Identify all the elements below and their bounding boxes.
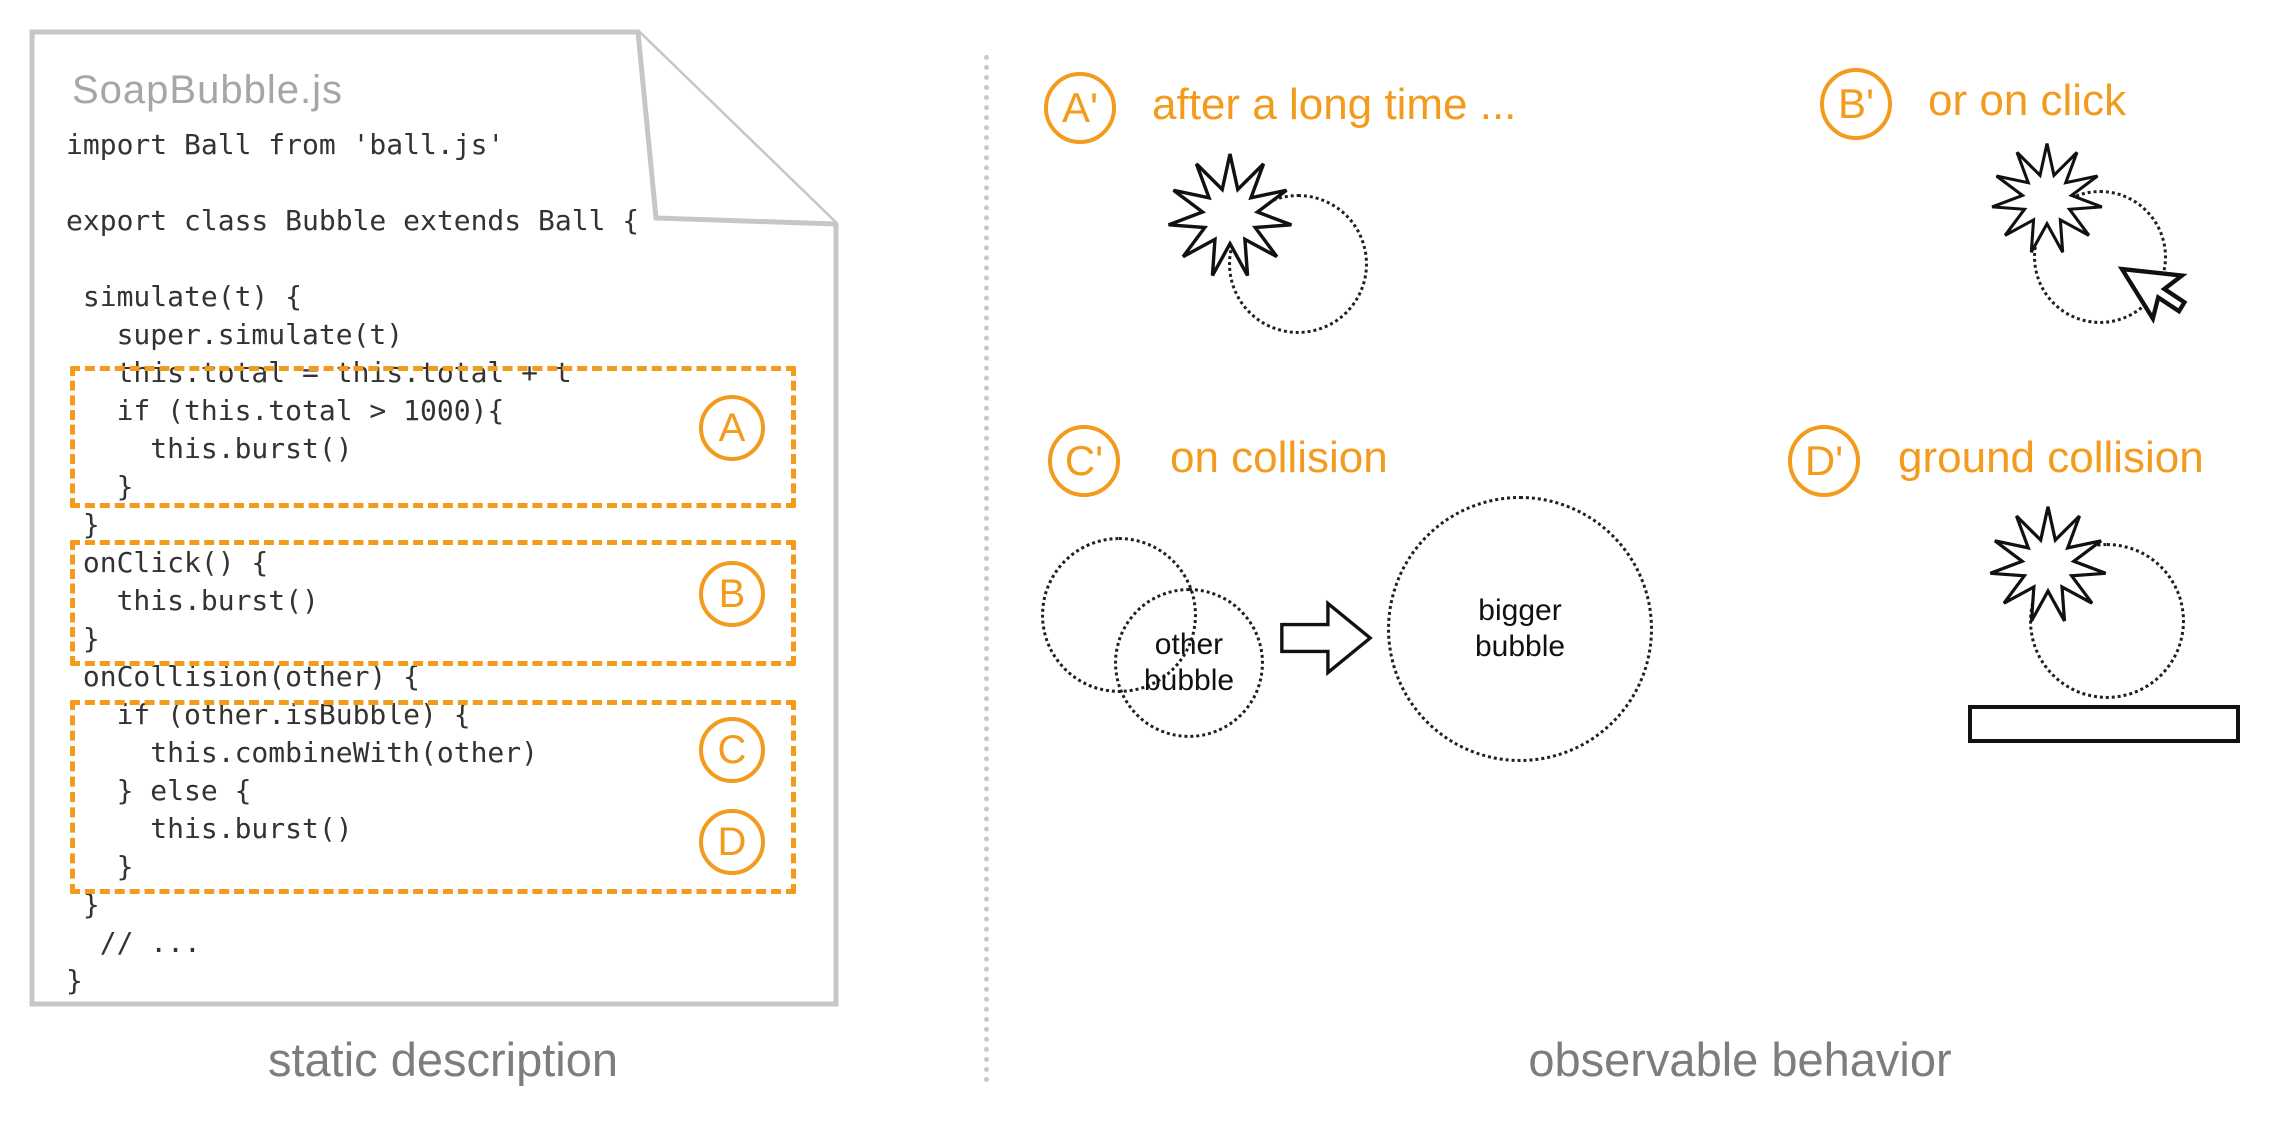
code-line: this.combineWith(other) [66, 736, 539, 769]
document-outline [29, 29, 839, 1007]
ground-bar [1968, 705, 2240, 743]
behavior-label-a-prime: A' [1044, 72, 1116, 144]
code-line: } else { [66, 774, 252, 807]
arrow-right-icon [1280, 599, 1373, 677]
behavior-text-b-prime: or on click [1928, 76, 2127, 125]
region-box-cd [70, 700, 796, 894]
code-line: // ... [66, 926, 201, 959]
other-bubble-label: other bubble [1143, 628, 1235, 697]
code-line: super.simulate(t) [66, 318, 404, 351]
other-bubble-outline [1114, 588, 1264, 738]
code-line [66, 164, 639, 202]
document-title: SoapBubble.js [72, 68, 343, 112]
code-line: } [66, 508, 100, 541]
code-line: export class Bubble extends Ball { [66, 204, 640, 237]
burst-icon [1989, 506, 2107, 622]
code-line: simulate(t) { [66, 280, 303, 313]
right-caption: observable behavior [1528, 1033, 1952, 1086]
code-line [66, 240, 639, 278]
region-label-d: D [699, 809, 765, 875]
code-line: this.burst() [66, 584, 319, 617]
code-line: this.total = this.total + t [66, 356, 572, 389]
section-divider [984, 55, 989, 1083]
code-line: this.burst() [66, 812, 353, 845]
bubble-outline [2033, 190, 2167, 324]
behavior-text-c-prime: on collision [1170, 433, 1388, 482]
code-line: this.burst() [66, 432, 353, 465]
behavior-label-d-prime: D' [1788, 425, 1860, 497]
burst-icon [1168, 153, 1292, 277]
cursor-icon [2117, 266, 2188, 324]
bubble-outline [2029, 543, 2185, 699]
behavior-label-c-prime: C' [1048, 425, 1120, 497]
region-box-b [70, 540, 796, 666]
behavior-label-b-prime: B' [1820, 68, 1892, 140]
region-box-a [70, 366, 796, 508]
code-line: } [66, 470, 134, 503]
behavior-text-d-prime: ground collision [1898, 433, 2204, 482]
bigger-bubble-label: bigger bubble [1474, 594, 1566, 663]
region-label-b: B [699, 561, 765, 627]
behavior-text-a-prime: after a long time ... [1152, 80, 1517, 129]
burst-icon [1991, 143, 2103, 253]
code-line: } [66, 964, 83, 997]
bigger-bubble-outline [1387, 496, 1653, 762]
code-line: import Ball from 'ball.js' [66, 128, 505, 161]
code-line: } [66, 850, 134, 883]
region-label-a: A [699, 395, 765, 461]
left-caption: static description [267, 1033, 619, 1086]
region-label-c: C [699, 717, 765, 783]
code-line: } [66, 888, 100, 921]
code-line: onClick() { [66, 546, 269, 579]
code-line: if (this.total > 1000){ [66, 394, 505, 427]
bubble-outline [1228, 194, 1368, 334]
code-line: } [66, 622, 100, 655]
